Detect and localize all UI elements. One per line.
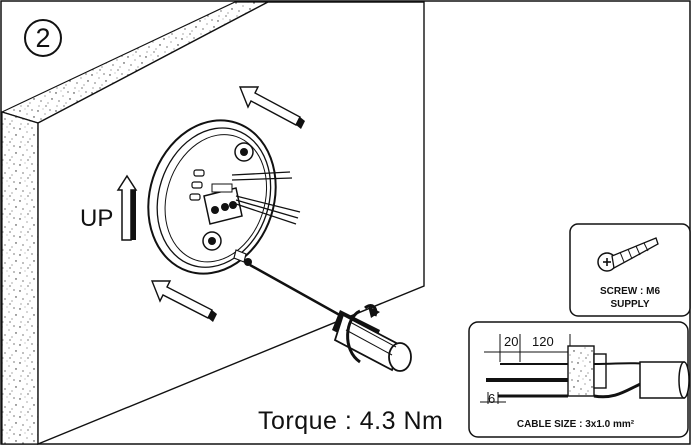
screw-illustration <box>597 237 659 272</box>
cable-gland <box>567 345 607 397</box>
screw-box <box>569 223 691 317</box>
cable-wires <box>231 171 301 225</box>
dimension-120-label: 120 <box>532 334 554 349</box>
vent-slots <box>189 169 205 201</box>
up-arrow <box>116 174 138 241</box>
terminal-block <box>203 183 243 225</box>
step-number: 2 <box>24 19 62 57</box>
mounting-hole-top <box>234 142 254 162</box>
wall-side-edge <box>1 111 39 445</box>
screw-supply-label: SUPPLY <box>610 299 650 310</box>
direction-arrow-top <box>238 86 305 129</box>
cable-jacket <box>639 361 690 399</box>
torque-label: Torque : 4.3 Nm <box>258 407 444 435</box>
cable-dimension-lines <box>480 334 572 404</box>
mounting-hole-bottom <box>202 231 222 251</box>
direction-arrow-bottom <box>150 280 217 322</box>
screwdriver <box>249 263 412 372</box>
screw-spec-label: SCREW : M6 <box>600 286 660 297</box>
screw-at-plate <box>233 249 252 266</box>
cable-size-label: CABLE SIZE : 3x1.0 mm² <box>516 419 635 430</box>
dimension-20-label: 20 <box>504 334 519 349</box>
up-label: UP <box>80 205 114 232</box>
dimension-6-label: 6 <box>488 391 496 406</box>
rotation-arrowhead <box>368 306 380 318</box>
